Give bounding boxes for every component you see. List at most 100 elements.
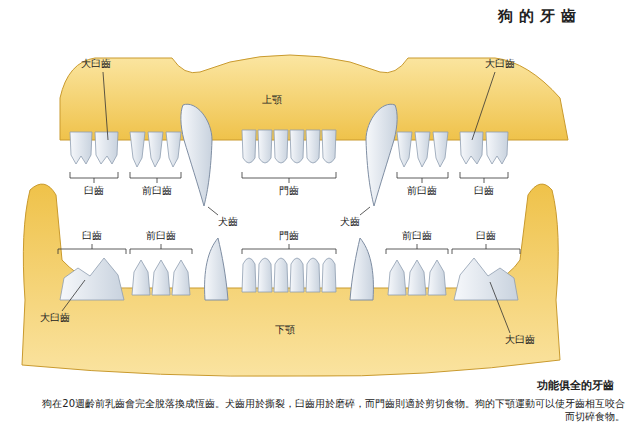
tooth-name: 大臼齒 (40, 312, 70, 323)
tooth-name-wrap: 大臼齒 (81, 58, 111, 70)
tooth (460, 132, 483, 164)
leader-line (103, 72, 108, 140)
tooth (95, 132, 118, 164)
bracket (242, 172, 336, 183)
upper-incisors (242, 130, 336, 163)
tooth (397, 132, 412, 167)
bracket (386, 244, 448, 254)
tooth (172, 260, 190, 295)
tooth-name-wrap: 大臼齒 (485, 58, 515, 70)
tooth (322, 130, 336, 163)
tooth-name-wrap: 犬齒 (340, 216, 360, 228)
jaw-name: 上顎 (262, 94, 282, 105)
tooth (306, 258, 320, 292)
bracket (58, 244, 126, 254)
bracket (452, 244, 520, 254)
canine-tooth (350, 238, 373, 300)
tooth-name-wrap: 大臼齒 (505, 334, 535, 346)
lower-molars (60, 258, 518, 300)
upper-premolars (130, 132, 448, 167)
tooth-name: 犬齒 (218, 216, 238, 227)
tooth-name: 大臼齒 (505, 334, 535, 345)
tooth-name-wrap: 臼齒 (476, 230, 496, 242)
tooth-name: 前臼齒 (402, 230, 432, 241)
tooth-name-wrap: 門齒 (279, 185, 299, 197)
tooth (428, 260, 446, 295)
title: 狗的牙齒 (498, 7, 582, 25)
tooth (258, 130, 272, 163)
lower-jaw-bone (22, 184, 560, 376)
tooth (60, 258, 124, 300)
tooth (486, 132, 508, 164)
leader-line (490, 282, 510, 333)
tooth-name-wrap: 臼齒 (474, 185, 494, 197)
tooth-name: 臼齒 (474, 185, 494, 196)
tooth-name-wrap: 門齒 (279, 230, 299, 242)
tooth-name: 大臼齒 (81, 58, 111, 69)
tooth (290, 130, 304, 163)
group-bracket (58, 172, 520, 254)
tooth-name-wrap: 前臼齒 (146, 230, 176, 242)
upper-molars (70, 132, 508, 164)
caption-heading: 功能俱全的牙齒 (537, 379, 614, 392)
tooth (415, 132, 430, 167)
tooth (70, 132, 92, 164)
upper-jaw-bone (60, 55, 568, 140)
canine-tooth (205, 238, 228, 300)
leader-lines (62, 72, 510, 333)
leader-line (62, 280, 85, 311)
tooth-name: 臼齒 (84, 185, 104, 196)
tooth-name: 臼齒 (82, 230, 102, 241)
tooth-name: 前臼齒 (146, 230, 176, 241)
tooth-name-wrap: 前臼齒 (407, 185, 437, 197)
tooth (274, 258, 288, 292)
jaw-name-wrap: 下顎 (275, 324, 295, 336)
bracket (70, 172, 118, 183)
caption-heading-wrap: 功能俱全的牙齒 (537, 379, 614, 392)
caption-body: 狗在20週齡前乳齒會完全脫落換成恆齒。犬齒用於撕裂，臼齒用於磨碎，而門齒則適於剪… (42, 398, 625, 422)
tooth (242, 258, 256, 292)
lower-incisors (242, 258, 336, 292)
tooth (322, 258, 336, 292)
leader-line (360, 207, 370, 215)
tooth (148, 132, 163, 167)
tooth (258, 258, 272, 292)
canine-tooth (366, 104, 397, 206)
tooth-name: 大臼齒 (485, 58, 515, 69)
tooth-name-wrap: 臼齒 (82, 230, 102, 242)
lower-premolars (132, 260, 446, 295)
bracket (130, 172, 181, 183)
tooth (132, 260, 150, 295)
leader-line (472, 72, 495, 140)
tooth-name: 門齒 (279, 185, 299, 196)
tooth (242, 130, 256, 163)
tooth-name-wrap: 前臼齒 (142, 185, 172, 197)
tooth (408, 260, 426, 295)
tooth (152, 260, 170, 295)
title-wrap: 狗的牙齒 (498, 7, 582, 25)
tooth (130, 132, 145, 167)
tooth (306, 130, 320, 163)
tooth-name: 門齒 (279, 230, 299, 241)
tooth-name-wrap: 前臼齒 (402, 230, 432, 242)
bracket (242, 244, 336, 254)
tooth (274, 130, 288, 163)
tooth-name: 臼齒 (476, 230, 496, 241)
tooth (166, 132, 181, 167)
tooth (388, 260, 406, 295)
tooth-name-wrap: 大臼齒 (40, 312, 70, 324)
lower-canines (205, 238, 374, 300)
jaw-name-wrap: 上顎 (262, 94, 282, 106)
jaw-name: 下顎 (275, 324, 295, 335)
bracket (460, 172, 508, 183)
tooth-name: 前臼齒 (142, 185, 172, 196)
canine-tooth (181, 104, 212, 206)
leader-line (208, 207, 218, 215)
tooth (290, 258, 304, 292)
tooth (433, 132, 448, 167)
bracket (130, 244, 192, 254)
tooth-name: 前臼齒 (407, 185, 437, 196)
tooth (454, 258, 518, 300)
upper-canines (181, 104, 397, 206)
